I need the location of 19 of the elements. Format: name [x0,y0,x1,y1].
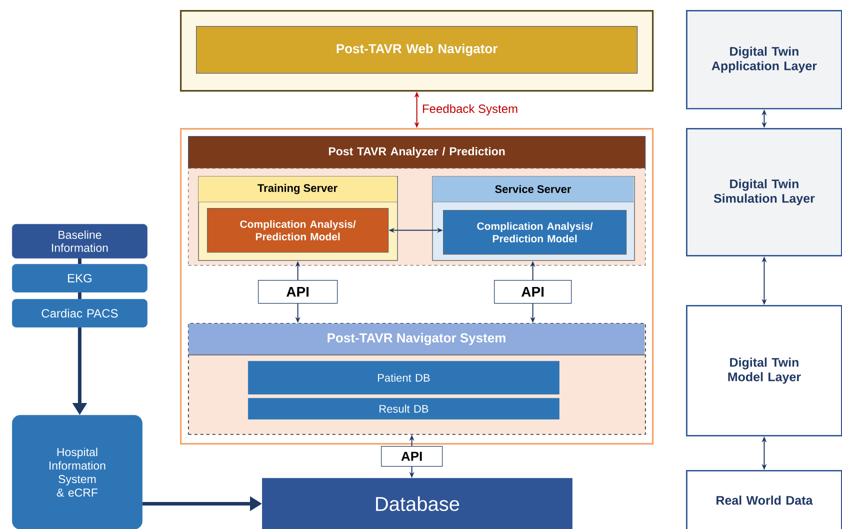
source-box: Cardiac PACS [12,299,148,328]
model-box: Complication Analysis/ Prediction Model [207,208,389,253]
title-bar: Post-TAVR Web Navigator [196,26,638,74]
layer-box: Real World Data [686,470,842,529]
api-box: API [494,280,572,304]
source-box: EKG [12,264,148,292]
edge-label: Feedback System [421,103,520,116]
header-bar: Post TAVR Analyzer / Prediction [188,136,646,169]
api-box: API [381,446,443,467]
layer-box: Digital Twin Simulation Layer [686,128,842,256]
api-box: API [258,280,338,304]
database-bar: Patient DB [248,361,560,394]
source-box: Baseline Information [12,224,148,258]
system-box: Hospital Information System & eCRF [12,415,142,529]
database-box: Database [262,478,572,529]
layer-box: Digital Twin Model Layer [686,305,842,436]
model-box: Complication Analysis/ Prediction Model [443,210,627,255]
database-bar: Result DB [248,398,560,420]
layer-box: Digital Twin Application Layer [686,10,842,110]
